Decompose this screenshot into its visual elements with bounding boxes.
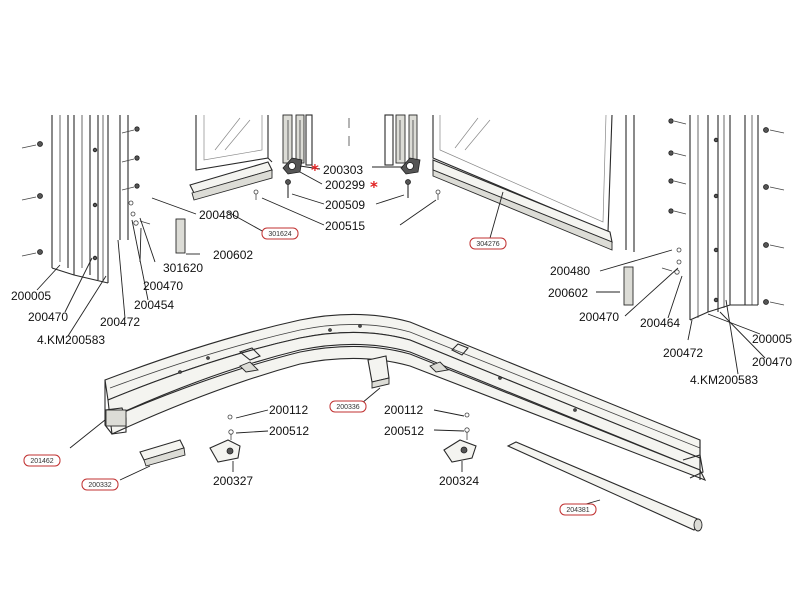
label-200299: 200299 [325,178,365,192]
label-200512-right: 200512 [384,424,424,438]
label-200515: 200515 [325,219,365,233]
label-200472-right: 200472 [663,346,703,360]
tag-301624: 301624 [261,227,299,240]
label-200112-left: 200112 [269,403,308,417]
label-200509: 200509 [325,198,365,212]
tag-304276: 304276 [469,237,507,250]
svg-text:200336: 200336 [336,404,359,411]
svg-text:200332: 200332 [88,482,111,489]
right-wall-profile [625,115,759,321]
svg-text:304276: 304276 [476,241,499,248]
tag-204381: 204381 [559,503,597,516]
svg-text:301624: 301624 [268,231,291,238]
label-200472-left: 200472 [100,315,140,329]
center-door-profiles [282,114,418,166]
label-200327: 200327 [213,474,253,488]
magnet-strip-left [175,218,186,254]
label-200005-right: 200005 [752,332,792,346]
center-rollers [253,157,441,200]
label-200464: 200464 [640,316,680,330]
tag-201462: 201462 [23,454,61,467]
label-200303: 200303 [323,163,363,177]
label-200470-left-inner: 200470 [143,279,183,293]
leader-lines [36,165,766,509]
asterisk-marker-200303: * [311,161,319,179]
svg-text:201462: 201462 [30,458,53,465]
label-200324: 200324 [439,474,479,488]
roller-200327 [209,439,241,463]
svg-text:204381: 204381 [566,507,589,514]
right-small-fittings [623,247,682,306]
left-wall-profile [51,115,129,284]
label-200454: 200454 [134,298,174,312]
label-200112-right: 200112 [384,403,423,417]
right-wall-screws [668,118,785,306]
label-200480-right: 200480 [550,264,590,278]
label-4km200583-left: 4.KM200583 [37,333,105,347]
label-200005-left: 200005 [11,289,51,303]
label-200470-right-outer: 200470 [752,355,792,369]
label-200602-left: 200602 [213,248,253,262]
label-200602-right: 200602 [548,286,588,300]
right-door [432,114,613,251]
curved-bottom-track [104,313,707,482]
tag-200332: 200332 [81,478,119,491]
label-200512-left: 200512 [269,424,309,438]
roller-200324 [443,439,477,463]
label-200470-left-outer: 200470 [28,310,68,324]
label-4km200583-right: 4.KM200583 [690,373,758,387]
left-wall-screws [21,126,140,261]
magnet-strip-right [623,266,634,306]
left-door [189,115,273,201]
label-301620: 301620 [163,261,203,275]
label-200470-right-inner: 200470 [579,310,619,324]
asterisk-marker-200299: * [370,178,378,196]
bottom-right-parts [443,412,703,532]
center-guide-block [367,355,390,383]
bottom-left-parts [139,414,241,467]
tag-200336: 200336 [329,400,367,413]
label-200480-left: 200480 [199,208,239,222]
